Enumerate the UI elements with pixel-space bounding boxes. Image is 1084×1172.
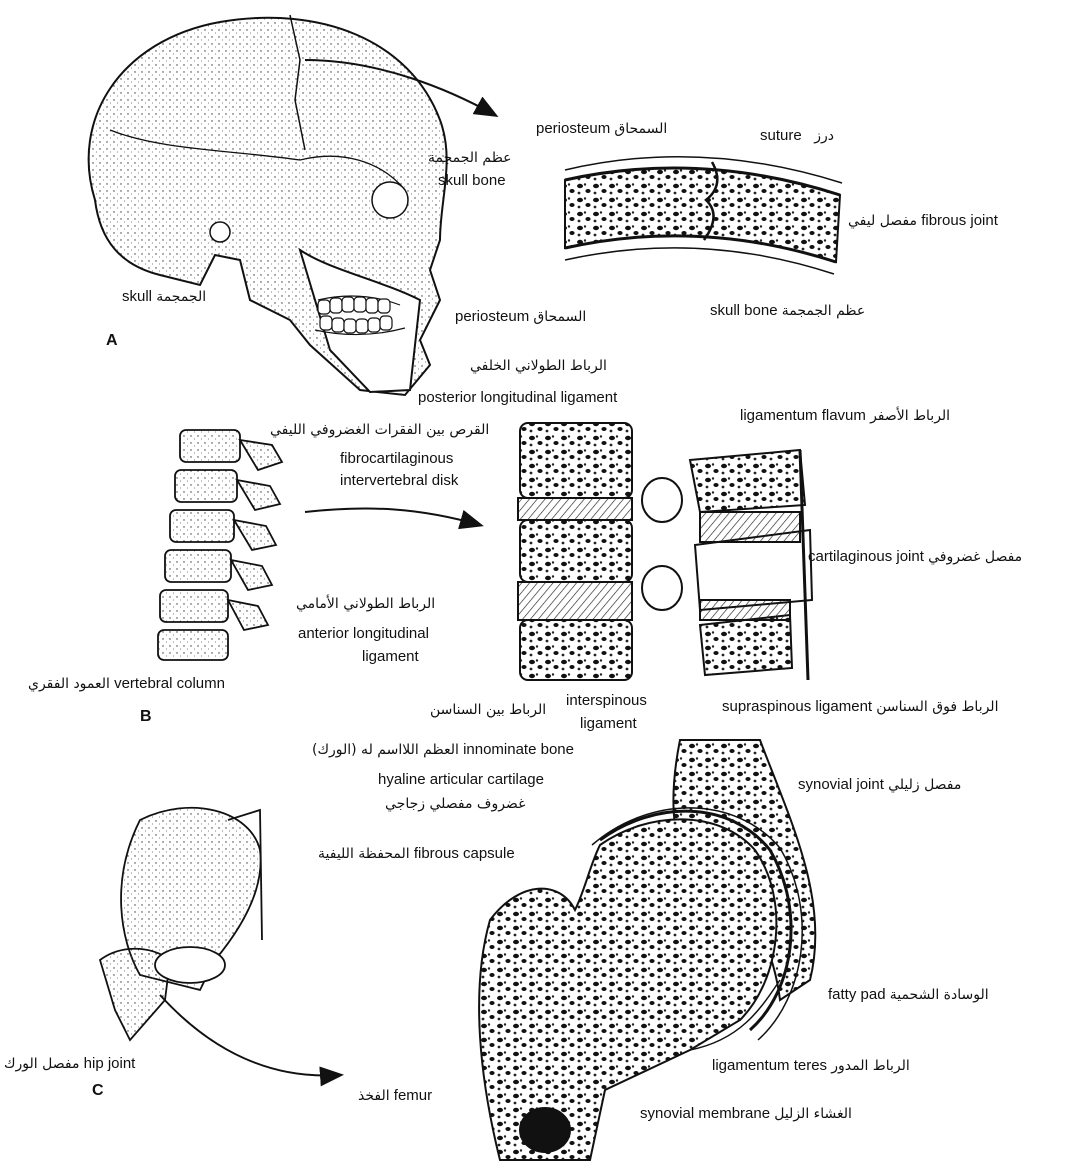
label-hyaline-ar: غضروف مفصلي زجاجي <box>385 796 525 813</box>
label-ligamentum-teres-ar: الرباط المدور <box>831 1058 910 1074</box>
label-periosteum-bottom-ar: السمحاق <box>533 309 586 325</box>
label-femur-ar: الفخذ <box>358 1088 390 1104</box>
label-fatty-pad-en: fatty pad <box>828 986 886 1003</box>
vertebral-column-drawing <box>158 430 282 660</box>
spine-cross-section <box>518 423 812 680</box>
label-innominate: العظم اللااسم له (الورك) innominate bone <box>312 741 574 759</box>
label-fatty-pad-ar: الوسادة الشحمية <box>890 987 989 1003</box>
label-fibrous-capsule: المحفظة الليفية fibrous capsule <box>318 845 515 863</box>
label-periosteum-top-ar: السمحاق <box>614 121 667 137</box>
label-skull-bone-bottom: skull bone عظم الجمجمة <box>710 302 865 320</box>
label-synovial-membrane-en: synovial membrane <box>640 1105 770 1122</box>
label-cartilaginous-joint: cartilaginous joint مفصل غضروفي <box>808 548 1022 566</box>
label-supraspinous-en: supraspinous ligament <box>722 698 872 715</box>
label-fibrous-joint-ar: مفصل ليفي <box>848 213 917 229</box>
label-innominate-ar: العظم اللااسم له (الورك) <box>312 742 459 758</box>
label-fatty-pad: fatty pad الوسادة الشحمية <box>828 986 989 1004</box>
label-ligamentum-flavum: ligamentum flavum الرباط الأصفر <box>740 407 950 425</box>
label-hip-joint-en: hip joint <box>84 1055 136 1072</box>
label-periosteum-bottom: periosteum السمحاق <box>455 308 586 326</box>
label-disk-en-1: fibrocartilaginous <box>340 450 453 467</box>
label-posterior-ligament-ar: الرباط الطولاني الخلفي <box>470 358 607 375</box>
panel-b-arrow <box>305 508 480 525</box>
panel-c-letter: C <box>92 1082 104 1099</box>
label-synovial-membrane: synovial membrane الغشاء الزليل <box>640 1105 852 1123</box>
label-synovial-membrane-ar: الغشاء الزليل <box>774 1106 852 1122</box>
label-fibrous-joint: مفصل ليفي fibrous joint <box>848 212 998 230</box>
label-anterior-ligament-en-1: anterior longitudinal <box>298 625 429 642</box>
label-periosteum-bottom-en: periosteum <box>455 308 529 325</box>
label-suture-ar: درز <box>814 128 834 144</box>
suture-cross-section <box>565 157 842 274</box>
label-fibrous-capsule-ar: المحفظة الليفية <box>318 846 410 862</box>
label-synovial-joint: synovial joint مفصل زليلي <box>798 776 961 794</box>
panel-b-letter: B <box>140 708 152 725</box>
label-ligamentum-teres-en: ligamentum teres <box>712 1057 827 1074</box>
hip-cross-section <box>479 740 815 1160</box>
label-hyaline-en: hyaline articular cartilage <box>378 771 544 788</box>
label-ligamentum-teres: ligamentum teres الرباط المدور <box>712 1057 910 1075</box>
label-vertebral-column: العمود الفقري vertebral column <box>28 675 225 693</box>
panel-c-arrow <box>160 995 340 1076</box>
label-disk-en-2: intervertebral disk <box>340 472 458 489</box>
label-anterior-ligament-en-2: ligament <box>362 648 419 665</box>
label-innominate-en: innominate bone <box>463 741 574 758</box>
label-suture: suture درز <box>760 127 834 145</box>
label-skull-en: skull <box>122 288 152 305</box>
label-disk-ar: القرص بين الفقرات الغضروفي الليفي <box>270 422 489 439</box>
label-interspinous-ar: الرباط بين السناسن <box>430 702 546 719</box>
label-skull-ar: الجمجمة <box>156 289 206 305</box>
label-hip-joint: مفصل الورك hip joint <box>4 1055 135 1073</box>
label-synovial-joint-en: synovial joint <box>798 776 884 793</box>
label-periosteum-top-en: periosteum <box>536 120 610 137</box>
label-hip-joint-ar: مفصل الورك <box>4 1056 79 1072</box>
label-vertebral-column-ar: العمود الفقري <box>28 676 110 692</box>
label-skull-bone-top-ar: عظم الجمجمة <box>428 150 512 167</box>
label-skull-bone-bottom-en: skull bone <box>710 302 778 319</box>
label-suture-en: suture <box>760 127 802 144</box>
label-femur: الفخذ femur <box>358 1087 432 1105</box>
label-fibrous-joint-en: fibrous joint <box>921 212 998 229</box>
label-skull: skull الجمجمة <box>122 288 206 306</box>
label-femur-en: femur <box>394 1087 432 1104</box>
label-ligamentum-flavum-en: ligamentum flavum <box>740 407 866 424</box>
label-synovial-joint-ar: مفصل زليلي <box>888 777 961 793</box>
label-supraspinous: supraspinous ligament الرباط فوق السناسن <box>722 698 998 716</box>
label-vertebral-column-en: vertebral column <box>114 675 225 692</box>
label-posterior-ligament-en: posterior longitudinal ligament <box>418 389 617 406</box>
label-ligamentum-flavum-ar: الرباط الأصفر <box>870 408 950 424</box>
panel-a-letter: A <box>106 332 118 349</box>
label-fibrous-capsule-en: fibrous capsule <box>414 845 515 862</box>
label-cartilaginous-joint-en: cartilaginous joint <box>808 548 924 565</box>
label-interspinous-en-2: ligament <box>580 715 637 732</box>
label-supraspinous-ar: الرباط فوق السناسن <box>876 699 998 715</box>
label-skull-bone-top-en: skull bone <box>438 172 506 189</box>
label-skull-bone-bottom-ar: عظم الجمجمة <box>782 303 866 319</box>
label-anterior-ligament-ar: الرباط الطولاني الأمامي <box>296 596 435 613</box>
label-periosteum-top: periosteum السمحاق <box>536 120 667 138</box>
pelvis-drawing <box>100 808 262 1040</box>
label-interspinous-en-1: interspinous <box>566 692 647 709</box>
label-cartilaginous-joint-ar: مفصل غضروفي <box>928 549 1022 565</box>
